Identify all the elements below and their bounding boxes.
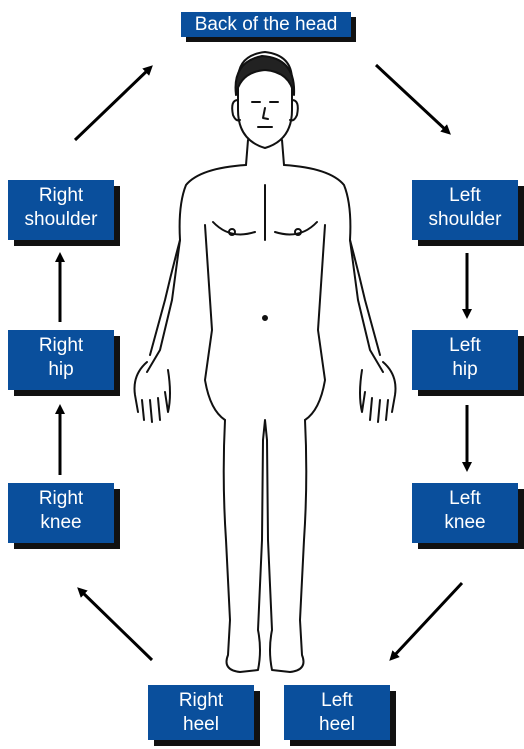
arrow-head-to-left-shoulder	[376, 65, 448, 132]
arrow-left-knee-to-left-heel	[392, 583, 462, 658]
label-right-knee: Right knee	[8, 483, 114, 543]
label-left-knee: Left knee	[412, 483, 518, 543]
label-left-hip: Left hip	[412, 330, 518, 390]
label-right-heel: Right heel	[148, 685, 254, 740]
label-back-of-head: Back of the head	[181, 12, 351, 37]
arrow-right-heel-to-right-knee	[80, 590, 152, 660]
arrow-right-shoulder-to-head	[75, 68, 150, 140]
label-right-shoulder: Right shoulder	[8, 180, 114, 240]
label-left-heel: Left heel	[284, 685, 390, 740]
label-right-hip: Right hip	[8, 330, 114, 390]
label-left-shoulder: Left shoulder	[412, 180, 518, 240]
